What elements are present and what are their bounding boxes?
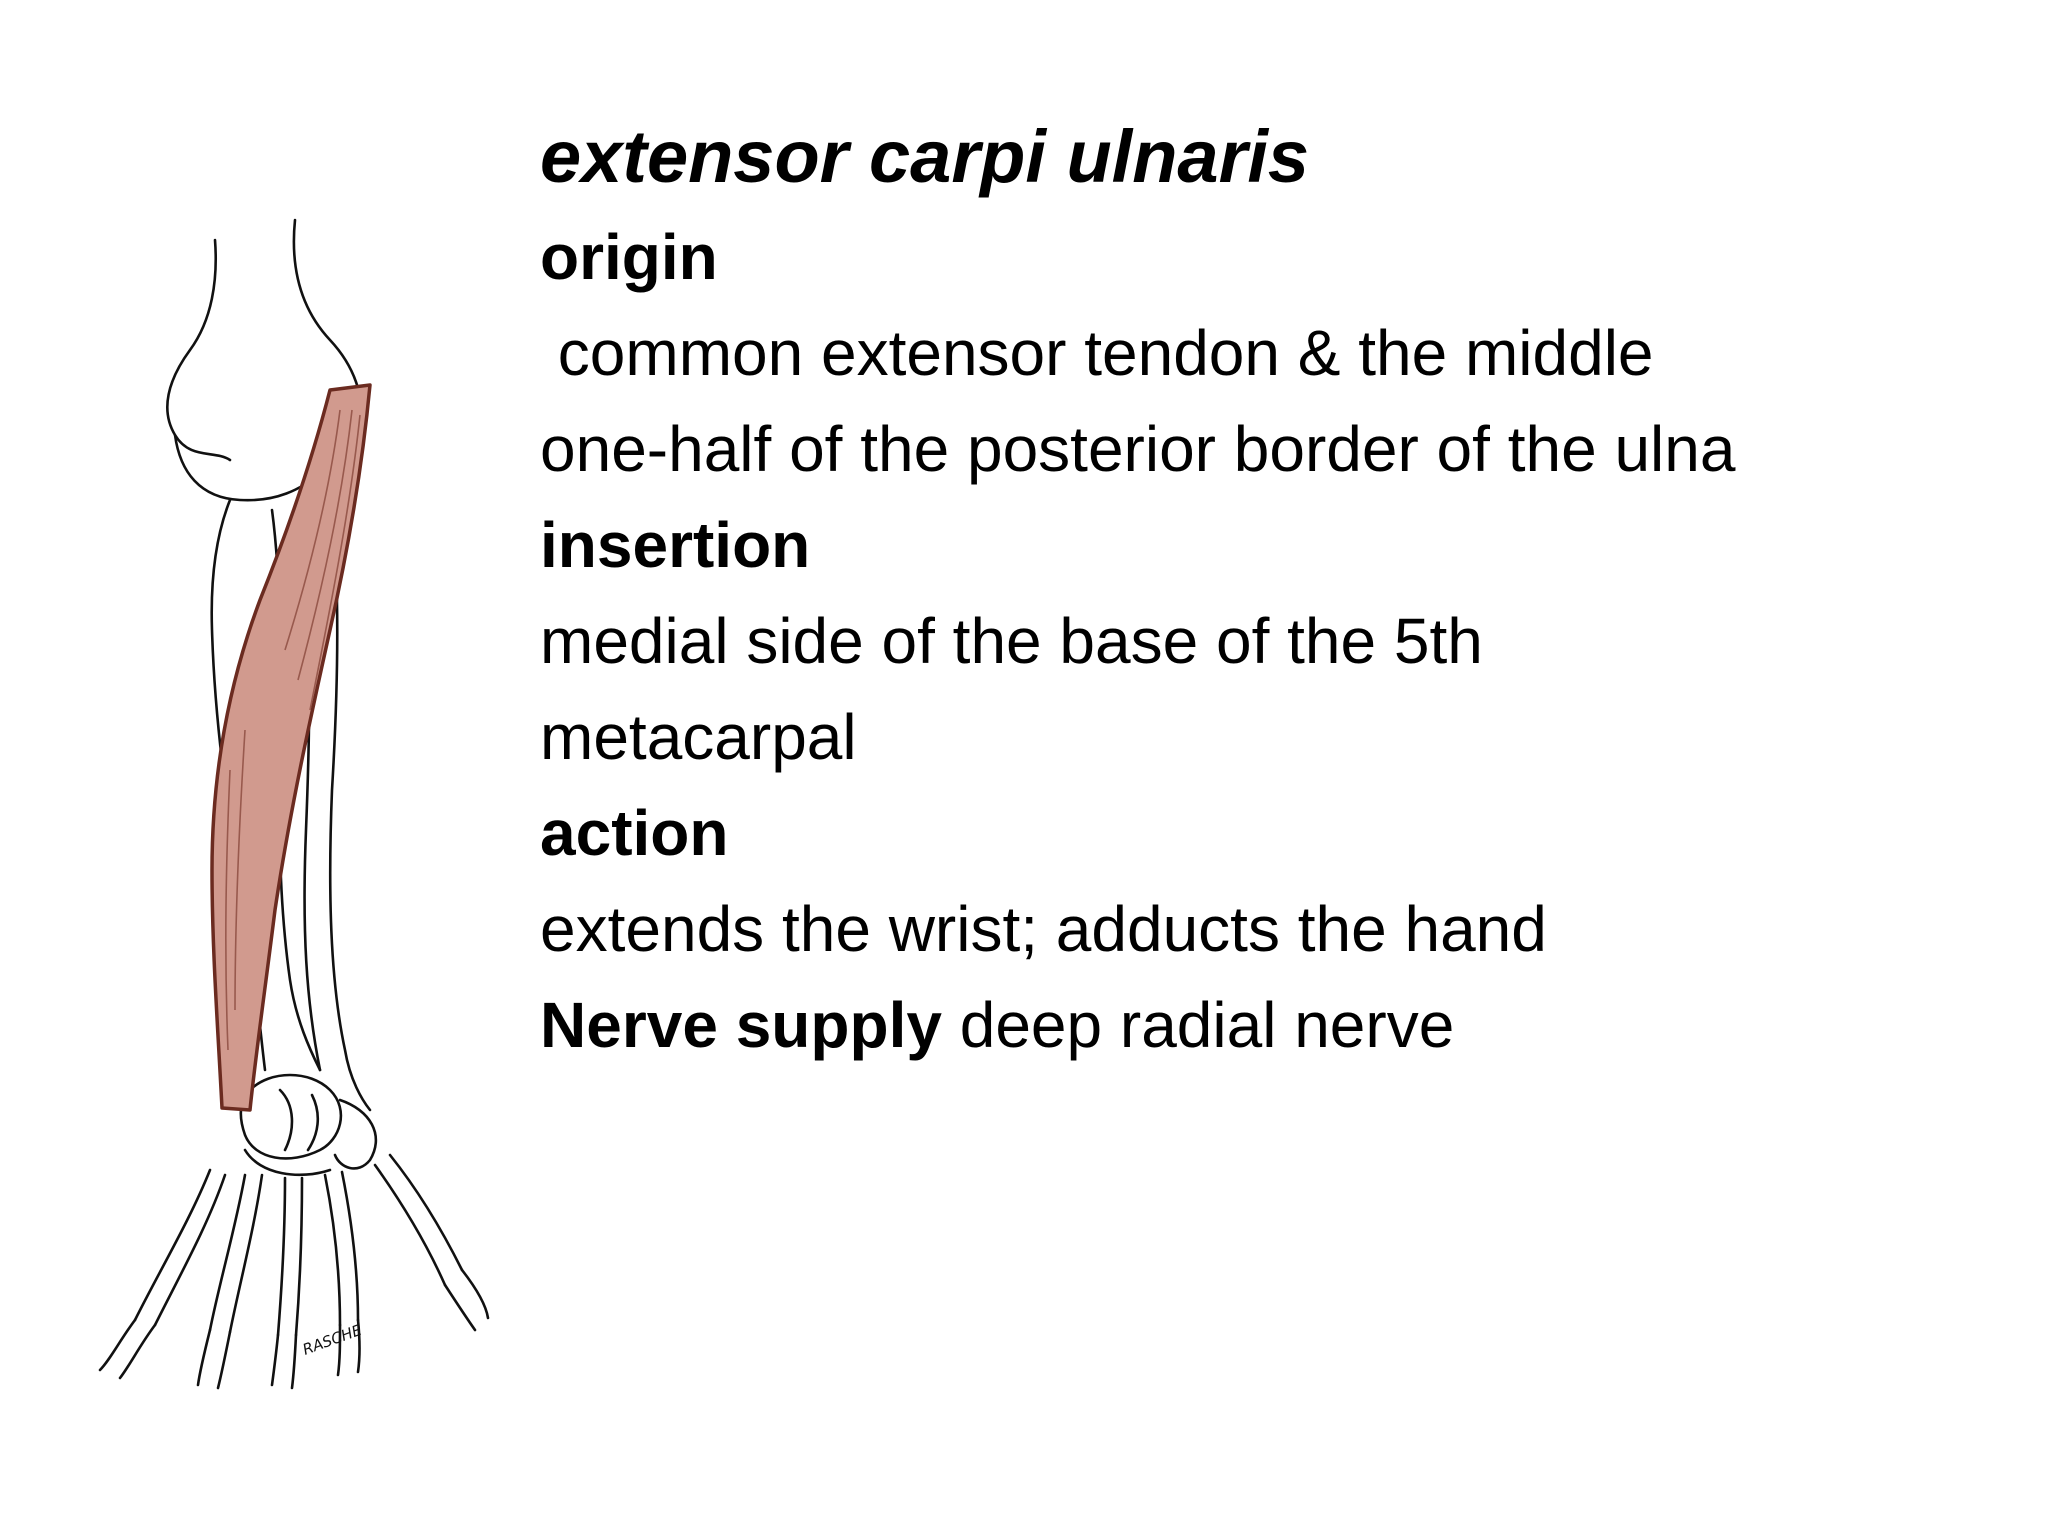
action-heading: action: [540, 797, 729, 869]
artist-signature: RASCHE: [300, 1321, 364, 1359]
ulna-bone: [328, 508, 372, 1112]
metacarpal-4: [323, 1173, 342, 1327]
insertion-text-line-1: medial side of the base of the 5th: [540, 605, 1483, 677]
action-text: extends the wrist; adducts the hand: [540, 893, 1547, 965]
nerve-supply-text: deep radial nerve: [941, 989, 1455, 1061]
metacarpal-3: [276, 1176, 287, 1337]
origin-heading: origin: [540, 221, 718, 293]
insertion-heading: insertion: [540, 509, 811, 581]
forearm-muscle-illustration: RASCHE: [98, 218, 490, 1390]
extensor-carpi-ulnaris-muscle: [210, 383, 372, 1112]
metacarpal-5: [373, 1163, 447, 1287]
finger-tips: [98, 1318, 157, 1380]
muscle-title: extensor carpi ulnaris: [540, 115, 1310, 198]
metacarpal-2: [208, 1173, 247, 1332]
nerve-supply-label: Nerve supply: [540, 989, 942, 1061]
humerus-bone: [166, 238, 232, 462]
origin-text-line-2: one-half of the posterior border of the …: [540, 413, 1736, 485]
carpal-bones: [239, 1073, 343, 1160]
nerve-supply-line: Nerve supply deep radial nerve: [540, 977, 2020, 1073]
insertion-text-line-2: metacarpal: [540, 701, 857, 773]
muscle-description: extensor carpi ulnaris origin common ext…: [540, 105, 2020, 1073]
origin-text-line-1: common extensor tendon & the middle: [540, 317, 1654, 389]
epicondyle: [173, 433, 322, 502]
metacarpal-1: [133, 1168, 212, 1322]
